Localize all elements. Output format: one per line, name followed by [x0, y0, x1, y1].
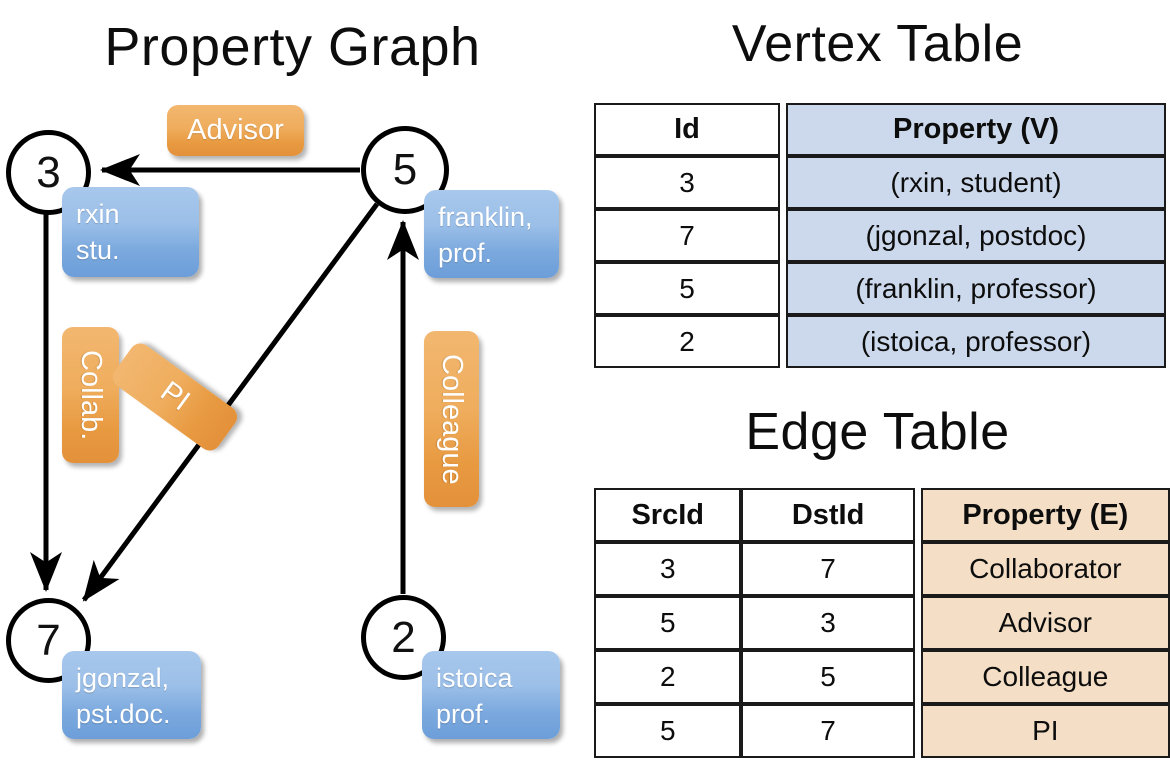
table-row[interactable]: 2 5 Colleague [594, 650, 1170, 704]
vertex-table-col-property: Property (V) [786, 103, 1166, 156]
table-row[interactable]: 5 (franklin, professor) [594, 262, 1166, 315]
edge-table-col-property: Property (E) [920, 488, 1170, 542]
vertex-table-col-id: Id [594, 103, 780, 156]
table-row[interactable]: 3 7 Collaborator [594, 542, 1170, 596]
edge-row-3-src: 5 [594, 704, 742, 758]
table-row[interactable]: 2 (istoica, professor) [594, 315, 1166, 368]
vertex-table-column-gap [780, 209, 786, 262]
edge-table-header-row: SrcId DstId Property (E) [594, 488, 1170, 542]
edge-table-col-srcid: SrcId [594, 488, 742, 542]
edge-label-advisor[interactable]: Advisor [167, 105, 304, 156]
edge-row-2-property: Colleague [920, 650, 1170, 704]
vertex-table-column-gap [780, 156, 786, 209]
graph-node-3-label: 3 [36, 147, 61, 197]
edge-table-column-gap [914, 542, 921, 596]
vertex-row-3-id: 2 [594, 315, 780, 368]
vertex-row-0-id: 3 [594, 156, 780, 209]
node-property-box-franklin[interactable]: franklin, prof. [424, 190, 559, 278]
edge-row-1-src: 5 [594, 596, 742, 650]
edge-row-2-dst: 5 [741, 650, 915, 704]
edge-row-1-dst: 3 [741, 596, 915, 650]
graph-node-2-label: 2 [391, 612, 416, 662]
graph-node-2[interactable]: 2 [361, 595, 446, 680]
node-property-rxin-line1: rxin [76, 199, 120, 229]
edge-label-collab[interactable]: Collab. [62, 327, 119, 463]
vertex-table-column-gap [780, 262, 786, 315]
vertex-row-1-id: 7 [594, 209, 780, 262]
vertex-row-2-id: 5 [594, 262, 780, 315]
node-property-box-rxin[interactable]: rxin stu. [62, 187, 199, 277]
graph-edge-pi [81, 202, 380, 602]
table-row[interactable]: 5 7 PI [594, 704, 1170, 758]
edge-row-2-src: 2 [594, 650, 742, 704]
edge-label-pi-text: PI [154, 375, 196, 418]
node-property-istoica-line1: istoica [436, 663, 513, 693]
edge-table-column-gap [914, 650, 921, 704]
node-property-jgonzal-line1: jgonzal, [76, 663, 170, 693]
page-title-edge-table: Edge Table [745, 403, 1010, 461]
property-graph-diagram: 3 5 7 2 rxin stu. franklin, prof. jgonza… [6, 105, 560, 739]
node-property-box-istoica[interactable]: istoica prof. [422, 651, 560, 739]
table-row[interactable]: 7 (jgonzal, postdoc) [594, 209, 1166, 262]
page-title-vertex-table: Vertex Table [731, 15, 1024, 73]
edge-label-colleague-text: Colleague [436, 353, 468, 485]
graph-node-5-label: 5 [392, 145, 418, 194]
edge-row-1-property: Advisor [920, 596, 1170, 650]
node-property-rxin-line2: stu. [76, 234, 120, 265]
vertex-table-column-gap [780, 103, 786, 156]
graph-node-5[interactable]: 5 [361, 126, 449, 214]
graph-node-7-label: 7 [36, 615, 61, 665]
vertex-row-2-property: (franklin, professor) [786, 262, 1166, 315]
node-property-box-jgonzal[interactable]: jgonzal, pst.doc. [62, 651, 201, 739]
edge-row-3-dst: 7 [741, 704, 915, 758]
edge-table-column-gap [914, 488, 921, 542]
vertex-table-column-gap [780, 315, 786, 368]
graph-edges-svg [30, 154, 419, 602]
table-row[interactable]: 5 3 Advisor [594, 596, 1170, 650]
edge-table-column-gap [914, 704, 921, 758]
vertex-table-header-row: Id Property (V) [594, 103, 1166, 156]
vertex-row-1-property: (jgonzal, postdoc) [786, 209, 1166, 262]
edge-row-0-src: 3 [594, 542, 742, 596]
vertex-row-0-property: (rxin, student) [786, 156, 1166, 209]
vertex-row-3-property: (istoica, professor) [786, 315, 1166, 368]
node-property-jgonzal-line2: pst.doc. [76, 698, 171, 729]
vertex-table: Id Property (V) 3 (rxin, student) 7 (jgo… [594, 103, 1166, 368]
node-property-istoica-line2: prof. [436, 698, 491, 729]
edge-table-column-gap [914, 596, 921, 650]
edge-table-col-dstid: DstId [741, 488, 915, 542]
edge-row-0-property: Collaborator [920, 542, 1170, 596]
edge-row-3-property: PI [920, 704, 1170, 758]
edge-table: SrcId DstId Property (E) 3 7 Collaborato… [594, 488, 1170, 758]
edge-label-colleague[interactable]: Colleague [424, 331, 479, 507]
table-row[interactable]: 3 (rxin, student) [594, 156, 1166, 209]
page-title-property-graph: Property Graph [104, 17, 481, 77]
edge-label-collab-text: Collab. [75, 349, 107, 441]
node-property-franklin-line1: franklin, [438, 202, 533, 232]
edge-row-0-dst: 7 [741, 542, 915, 596]
node-property-franklin-line2: prof. [438, 237, 493, 268]
edge-label-advisor-text: Advisor [187, 114, 284, 146]
